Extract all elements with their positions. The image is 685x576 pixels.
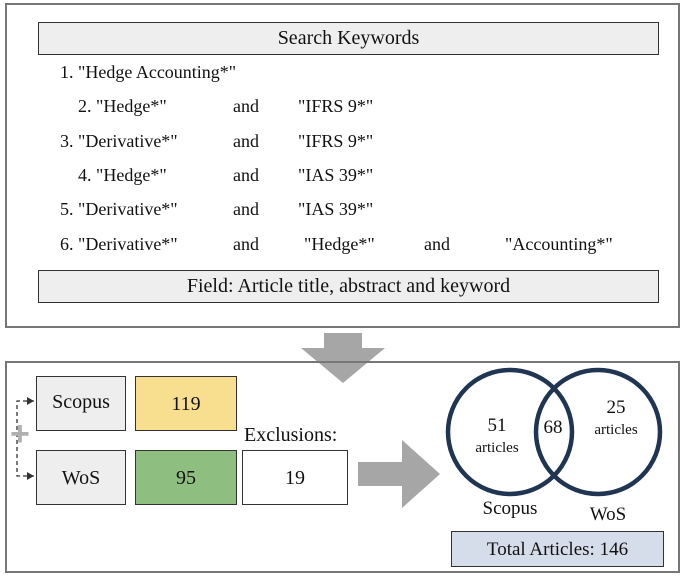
results-panel [5,361,680,573]
total-articles-box: Total Articles: 146 [451,531,664,567]
down-arrow-shape [301,333,385,383]
keyword-row-2-term2: "IFRS 9*" [298,96,374,116]
wos-label-box: WoS [36,450,126,505]
venn-right-count: 25 [606,397,626,418]
venn-left-unit: articles [475,440,519,456]
connector-arrowhead-bottom [27,472,34,480]
wos-count-box: 95 [135,450,237,505]
venn-right-label: WoS [589,504,627,525]
venn-scopus-circle [445,367,575,497]
keyword-row-6-and-1: and [233,234,259,254]
keyword-row-1-label: 1. "Hedge Accounting*" [60,62,237,82]
dashed-connector-line [16,400,34,477]
keyword-row-5-label: 5. "Derivative*" [60,199,178,219]
keyword-row-6-term2: "Hedge*" [304,234,375,254]
venn-left-count: 51 [487,415,507,436]
search-keywords-header: Search Keywords [38,22,659,55]
exclusions-count-box: 19 [242,450,348,505]
keyword-row-5-and: and [233,199,259,219]
scopus-count-box: 119 [135,376,237,431]
venn-wos-circle [533,367,663,497]
keyword-row-6-label: 6. "Derivative*" [60,234,178,254]
venn-right-unit: articles [594,422,638,438]
plus-sign: + [10,415,30,453]
search-field-bar: Field: Article title, abstract and keywo… [38,270,659,303]
connector-arrowhead-top [27,397,34,405]
keyword-row-4-label: 4. "Hedge*" [78,165,167,185]
keyword-row-4-term2: "IAS 39*" [298,165,374,185]
keyword-row-2-label: 2. "Hedge*" [78,96,167,116]
scopus-label-box: Scopus [36,376,126,431]
venn-overlap-count: 68 [543,417,563,438]
keyword-row-3-and: and [233,131,259,151]
right-arrow-shape [358,440,440,508]
keyword-row-3-term2: "IFRS 9*" [298,131,374,151]
keyword-row-2-and: and [233,96,259,116]
keyword-row-6-and-2: and [424,234,450,254]
keyword-row-6-term3: "Accounting*" [505,234,613,254]
keyword-row-4-and: and [233,165,259,185]
keyword-row-3-label: 3. "Derivative*" [60,131,178,151]
venn-left-label: Scopus [482,498,538,519]
exclusions-label: Exclusions: [244,424,338,446]
keyword-row-5-term2: "IAS 39*" [298,199,374,219]
